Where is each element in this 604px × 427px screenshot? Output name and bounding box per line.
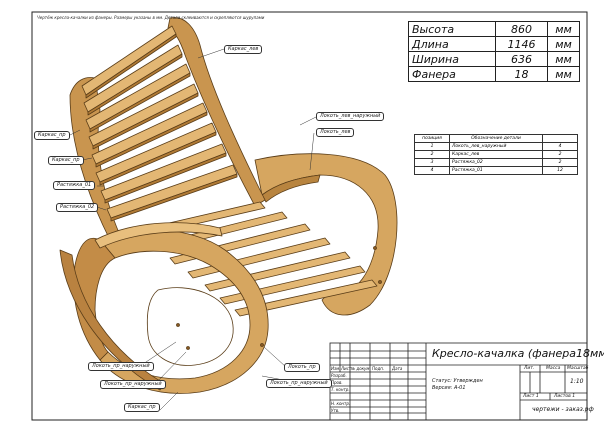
tb-label-izm: Изм. xyxy=(331,366,341,371)
part-position: 1 xyxy=(414,142,450,151)
rocking-chair-illustration xyxy=(59,17,398,394)
rocker-cutout xyxy=(146,287,234,366)
table-row: 4 Растяжка_01 12 xyxy=(414,166,578,175)
back-slats xyxy=(81,25,238,219)
callout-karkas-pr-2: Каркас_пр xyxy=(48,156,84,165)
callout-lokot-pr-nar-2: Локоть_пр_наружный xyxy=(100,380,166,389)
armrest xyxy=(94,222,223,249)
part-position: 2 xyxy=(414,150,450,159)
company-name: чертежи - заказ.рф xyxy=(532,406,594,413)
part-name: Каркас_лев xyxy=(449,150,543,159)
part-qty: 4 xyxy=(542,142,578,151)
dim-unit: мм xyxy=(547,51,580,67)
drawing-status: Статус: Утвержден xyxy=(432,378,483,384)
callout-rastyazhka-02: Растяжка_02 xyxy=(56,203,99,212)
part-position: 3 xyxy=(414,158,450,167)
callout-karkas-lev: Каркас_лев xyxy=(224,45,263,54)
parts-header-position: позиция xyxy=(414,134,450,143)
callout-lokot-pr: Локоть_пр xyxy=(284,363,320,372)
callout-lokot-pr-nar-3: Локоть_пр_наружный xyxy=(266,379,332,388)
tb-label-list: Лист xyxy=(341,366,352,371)
callout-lokot-lev: Локоть_лев xyxy=(316,128,355,137)
tb-label-docnum: № докум. xyxy=(351,366,371,371)
col-scale: Масштаб xyxy=(567,366,589,371)
callout-karkas-pr: Каркас_пр xyxy=(34,131,70,140)
callout-karkas-pr-3: Каркас_пр xyxy=(124,403,160,412)
dim-row-width: Ширина 636 мм xyxy=(408,51,580,67)
tb-label-date: Дата xyxy=(392,366,403,371)
callout-lokot-pr-nar: Локоть_пр_наружный xyxy=(88,362,154,371)
part-name: Локоть_лев_наружный xyxy=(449,142,543,151)
dim-unit: мм xyxy=(547,21,580,37)
rear-rocker-frame xyxy=(254,153,398,316)
dim-label: Высота xyxy=(408,21,496,37)
dim-label: Длина xyxy=(408,36,496,52)
table-row: 3 Растяжка_02 2 xyxy=(414,158,578,167)
dim-value: 860 xyxy=(495,21,548,37)
dim-unit: мм xyxy=(547,66,580,82)
part-qty: 2 xyxy=(542,158,578,167)
sheet-frame xyxy=(31,11,588,421)
tb-side-tkontr: Т. контр. xyxy=(331,387,350,392)
parts-header-qty xyxy=(542,134,578,143)
parts-header-row: позиция Обозначение детали xyxy=(414,134,578,143)
table-row: 2 Каркас_лев 2 xyxy=(414,150,578,159)
tb-side-razrab: Разраб. xyxy=(331,373,347,378)
dim-row-height: Высота 860 мм xyxy=(408,21,580,37)
callout-rastyazhka-01: Растяжка_01 xyxy=(53,181,96,190)
sheet-number: Лист 1 xyxy=(523,394,539,399)
scale-value: 1:10 xyxy=(570,378,584,385)
parts-table: позиция Обозначение детали 1 Локоть_лев_… xyxy=(414,134,578,175)
header-note: Чертёж кресла-качалки из фанеры. Размеры… xyxy=(37,15,265,20)
dim-value: 1146 xyxy=(495,36,548,52)
tb-side-prov: Пров. xyxy=(331,380,343,385)
dim-row-length: Длина 1146 мм xyxy=(408,36,580,52)
sheet-count: Листов 1 xyxy=(554,394,576,399)
dim-value: 18 xyxy=(495,66,548,82)
col-mass: Масса xyxy=(546,366,561,371)
part-name: Растяжка_02 xyxy=(449,158,543,167)
dim-label: Фанера xyxy=(408,66,496,82)
dim-value: 636 xyxy=(495,51,548,67)
parts-header-name: Обозначение детали xyxy=(449,134,543,143)
drawing-title: Кресло-качалка (фанера18мм) xyxy=(432,347,604,360)
part-position: 4 xyxy=(414,166,450,175)
tb-label-sign: Подп. xyxy=(372,366,385,371)
tb-side-nkontr: Н. контр. xyxy=(331,401,351,406)
drawing-version: Версия: А-01 xyxy=(432,385,466,391)
col-lit: Лит. xyxy=(524,366,535,371)
dim-row-plywood: Фанера 18 мм xyxy=(408,66,580,82)
tb-side-utv: Утв. xyxy=(331,408,340,413)
dimensions-table: Высота 860 мм Длина 1146 мм Ширина 636 м… xyxy=(408,21,580,82)
table-row: 1 Локоть_лев_наружный 4 xyxy=(414,142,578,151)
dim-unit: мм xyxy=(547,36,580,52)
part-name: Растяжка_01 xyxy=(449,166,543,175)
callout-lokot-lev-nar: Локоть_лев_наружный xyxy=(316,112,385,121)
dim-label: Ширина xyxy=(408,51,496,67)
part-qty: 2 xyxy=(542,150,578,159)
part-qty: 12 xyxy=(542,166,578,175)
